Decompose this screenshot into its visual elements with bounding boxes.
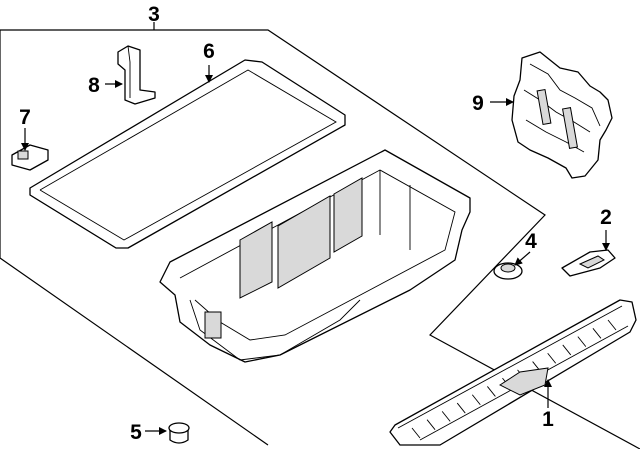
sill-rib: [471, 394, 481, 406]
callout-5: 5: [130, 421, 142, 444]
plug-part: [168, 422, 190, 444]
sill-rib: [411, 427, 421, 439]
cargo-tub: [159, 149, 471, 363]
callout-2: 2: [600, 206, 612, 229]
side-trim-panel: [511, 51, 613, 179]
callout-6: 6: [203, 40, 215, 63]
leader-lines: [21, 65, 610, 435]
callout-7: 7: [19, 106, 31, 129]
cover-piece: [561, 249, 616, 277]
cargo-cover-panel: [29, 59, 346, 249]
sill-rib: [441, 411, 451, 422]
sill-rib: [547, 352, 557, 364]
sill-rib: [562, 344, 572, 356]
cap-part: [493, 262, 523, 280]
callout-9: 9: [472, 92, 484, 115]
callout-3: 3: [148, 3, 160, 26]
clip-part: [11, 144, 49, 171]
sill-plate: [389, 299, 637, 446]
sill-rib: [577, 336, 587, 347]
sill-rib: [487, 386, 496, 397]
cover-bracket: [117, 45, 156, 105]
sill-rib: [456, 402, 466, 414]
sill-rib: [592, 328, 602, 339]
callout-1: 1: [542, 408, 554, 431]
sill-rib: [426, 419, 436, 430]
callout-4: 4: [525, 230, 537, 253]
sill-rib: [607, 319, 617, 331]
callout-8: 8: [88, 74, 100, 97]
